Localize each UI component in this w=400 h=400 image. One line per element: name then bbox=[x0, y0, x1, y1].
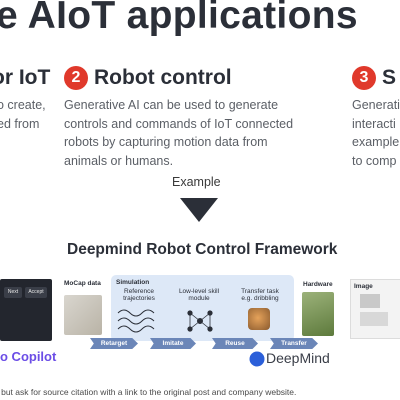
mocap-dog-image bbox=[64, 295, 102, 335]
trajectory-line-1 bbox=[117, 309, 155, 317]
simulation-diagram bbox=[117, 309, 213, 333]
deepmind-brand: DeepMind bbox=[266, 350, 330, 366]
step-imitate: Imitate bbox=[150, 338, 196, 349]
section-left-line-1: o create, bbox=[0, 98, 46, 112]
section-center-heading: 2 Robot control bbox=[64, 66, 232, 90]
section-number-badge: 2 bbox=[64, 66, 88, 90]
step-reuse: Reuse bbox=[212, 338, 258, 349]
neural-network-icon bbox=[187, 310, 213, 332]
hardware-robot-image bbox=[302, 292, 334, 336]
arrow-down-icon bbox=[180, 198, 218, 222]
skill-label: Low-level skill module bbox=[178, 288, 220, 302]
mocap-label: MoCap data bbox=[64, 280, 101, 287]
section-center-line-4: animals or humans. bbox=[64, 153, 174, 168]
page-title: e AIoT applications bbox=[0, 0, 358, 37]
section-center-line-1: Generative AI can be used to generate bbox=[64, 98, 279, 112]
footer-note: g but ask for source citation with a lin… bbox=[0, 387, 297, 397]
next-button[interactable]: Next bbox=[4, 287, 22, 298]
simulation-label: Simulation bbox=[116, 279, 150, 286]
right-ui-panel bbox=[350, 279, 400, 339]
section-right-line-4: to comp bbox=[352, 153, 397, 168]
section-number-badge-right: 3 bbox=[352, 66, 376, 90]
section-left-line-2: ed from bbox=[0, 116, 40, 131]
section-right-title: S bbox=[382, 66, 397, 89]
transfer-label: Transfer task e.g. dribbling bbox=[241, 288, 279, 302]
right-ui-image bbox=[360, 294, 380, 308]
hardware-label: Hardware bbox=[303, 281, 333, 288]
section-left-heading: or IoT bbox=[0, 66, 51, 89]
framework-title: Deepmind Robot Control Framework bbox=[67, 241, 338, 258]
section-center-title: Robot control bbox=[94, 66, 232, 89]
trajectory-line-2 bbox=[117, 317, 155, 325]
copilot-ui-panel: Next Accept bbox=[0, 279, 52, 341]
copilot-brand: o Copilot bbox=[0, 349, 57, 364]
section-right-line-2: interacti bbox=[352, 116, 396, 131]
deepmind-logo-icon bbox=[249, 351, 265, 367]
section-right-line-1: Generati bbox=[352, 98, 400, 112]
section-center-line-2: controls and commands of IoT connected bbox=[64, 116, 294, 131]
step-transfer: Transfer bbox=[270, 338, 318, 349]
accept-button[interactable]: Accept bbox=[25, 287, 47, 298]
section-center-line-3: robots by capturing motion data from bbox=[64, 135, 268, 149]
section-right-line-3: example bbox=[352, 135, 400, 149]
right-ui-label: Image bbox=[354, 283, 373, 290]
trajectory-line-3 bbox=[117, 325, 155, 333]
reference-label: Reference trajectories bbox=[123, 288, 155, 302]
example-label: Example bbox=[172, 175, 221, 189]
transfer-task-image bbox=[248, 308, 270, 330]
step-retarget: Retarget bbox=[90, 338, 138, 349]
right-ui-image-2 bbox=[360, 312, 388, 326]
